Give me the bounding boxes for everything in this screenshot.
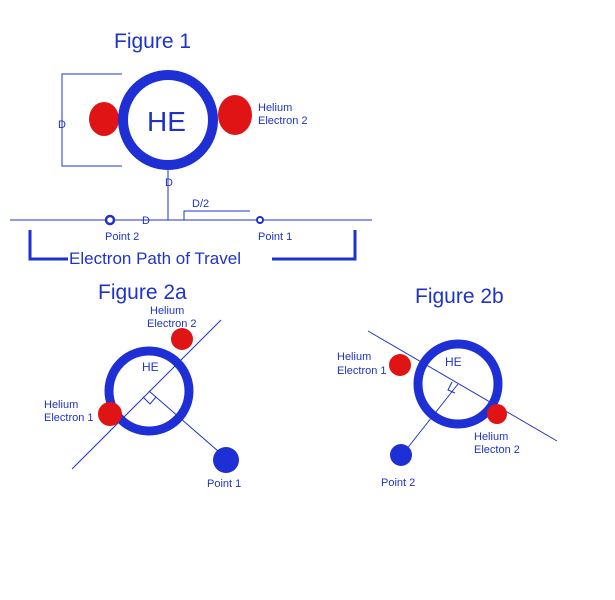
figure-2b-electron-2-line1: Helium [474,431,508,443]
d-vertical-label: D [165,177,173,189]
path-bracket-right [272,230,357,261]
figure-1: Figure 1 D HE Helium Electron 2 D D/2 D … [10,30,372,268]
d-half-line [183,210,250,220]
point-2-label: Point 2 [105,231,139,243]
figure-2a-electron-1-line1: Helium [44,399,78,411]
figure-2a-electron-axis [71,319,222,470]
figure-2a-nucleus-label: HE [142,360,159,374]
figure-1-electron-2-label-line1: Helium [258,102,292,114]
figure-2b-nucleus-label: HE [445,355,462,369]
point-2-marker [104,214,116,226]
figure-2a-title: Figure 2a [98,281,187,304]
d-left-label: D [58,119,66,131]
figure-2a-electron-2 [171,328,193,350]
figure-2b-electron-axis [367,330,558,442]
helium-electron-2 [218,95,252,135]
d-half-label: D/2 [192,198,209,210]
helium-nucleus-ring [118,70,218,170]
figure-2b-electron-2-line2: Electon 2 [474,444,520,456]
figure-2b-electron-1 [389,354,411,376]
figure-2b-electron-1-line2: Electron 1 [337,365,387,377]
point-1-marker [256,216,264,224]
figure-2a-electron-2-line2: Electron 2 [147,318,197,330]
figure-2a-point-label: Point 1 [207,478,241,490]
helium-electron-1 [89,102,119,136]
figure-2a-point-1 [213,447,239,473]
figure-2a-electron-2-line1: Helium [150,305,184,317]
figure-2a-electron-1 [98,402,122,426]
figure-2b-title: Figure 2b [415,285,504,308]
path-bracket-left [28,230,68,261]
figure-2a-right-angle [142,396,157,405]
figure-2b-right-angle [447,381,456,394]
path-of-travel-label: Electron Path of Travel [69,249,241,268]
figure-2b-electron-2 [487,404,507,424]
figure-1-nucleus-label: HE [147,106,186,137]
figure-2a-electron-1-line2: Electron 1 [44,412,94,424]
figure-2a: Figure 2a HE Helium Electron 2 Helium El… [44,281,241,490]
figure-2a-perpendicular [148,390,227,459]
figure-2b-point-2 [390,444,412,466]
figure-2b: Figure 2b HE Helium Electron 1 Helium El… [337,285,558,489]
figure-2b-perpendicular [401,383,459,456]
figure-1-title: Figure 1 [114,30,191,53]
figure-2b-point-label: Point 2 [381,477,415,489]
d-bracket-line [61,73,122,167]
figure-2b-electron-1-line1: Helium [337,351,371,363]
point-1-label: Point 1 [258,231,292,243]
figure-1-electron-2-label-line2: Electron 2 [258,115,308,127]
d-horizontal-label: D [142,215,150,227]
